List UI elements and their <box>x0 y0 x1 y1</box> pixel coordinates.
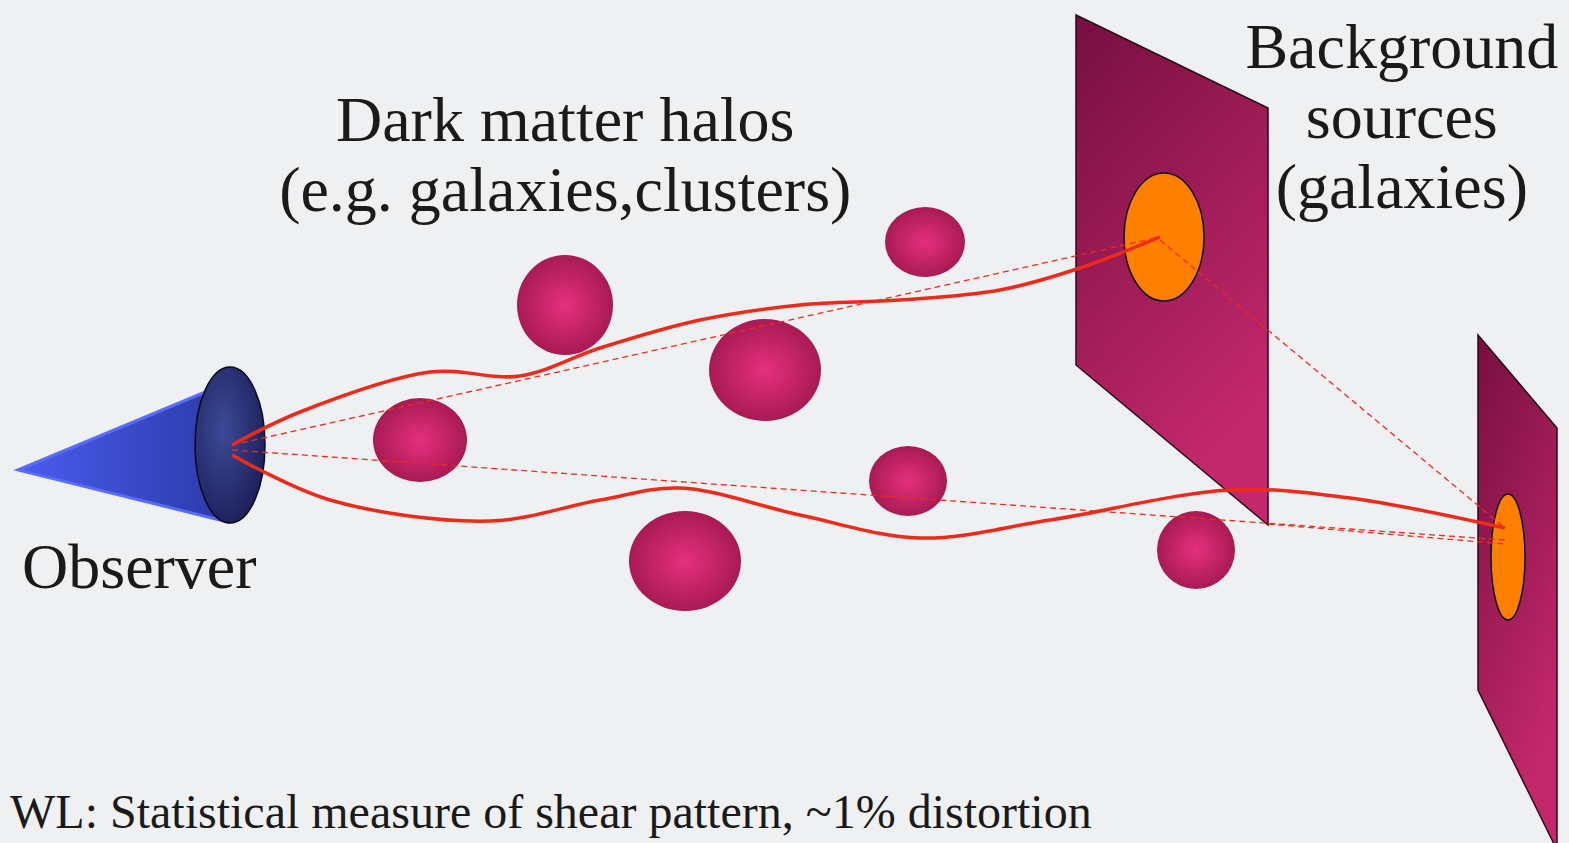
halos-title: Dark matter halos (e.g. galaxies,cluster… <box>275 85 855 225</box>
observer-cone <box>18 367 265 523</box>
light-path <box>232 237 1160 445</box>
apparent-path <box>232 450 1505 540</box>
dark-matter-halos <box>373 207 1235 611</box>
observer-label: Observer <box>22 532 257 602</box>
apparent-path <box>1160 240 1505 528</box>
light-path <box>232 455 1505 538</box>
light-rays <box>232 237 1505 544</box>
apparent-path <box>232 237 1160 445</box>
background-source-plane <box>1478 335 1557 843</box>
apparent-path <box>1268 524 1505 544</box>
footer-note: WL: Statistical measure of shear pattern… <box>10 785 1092 839</box>
sources-title: Background sources (galaxies) <box>1239 12 1565 222</box>
background-source-plane <box>1076 15 1268 525</box>
